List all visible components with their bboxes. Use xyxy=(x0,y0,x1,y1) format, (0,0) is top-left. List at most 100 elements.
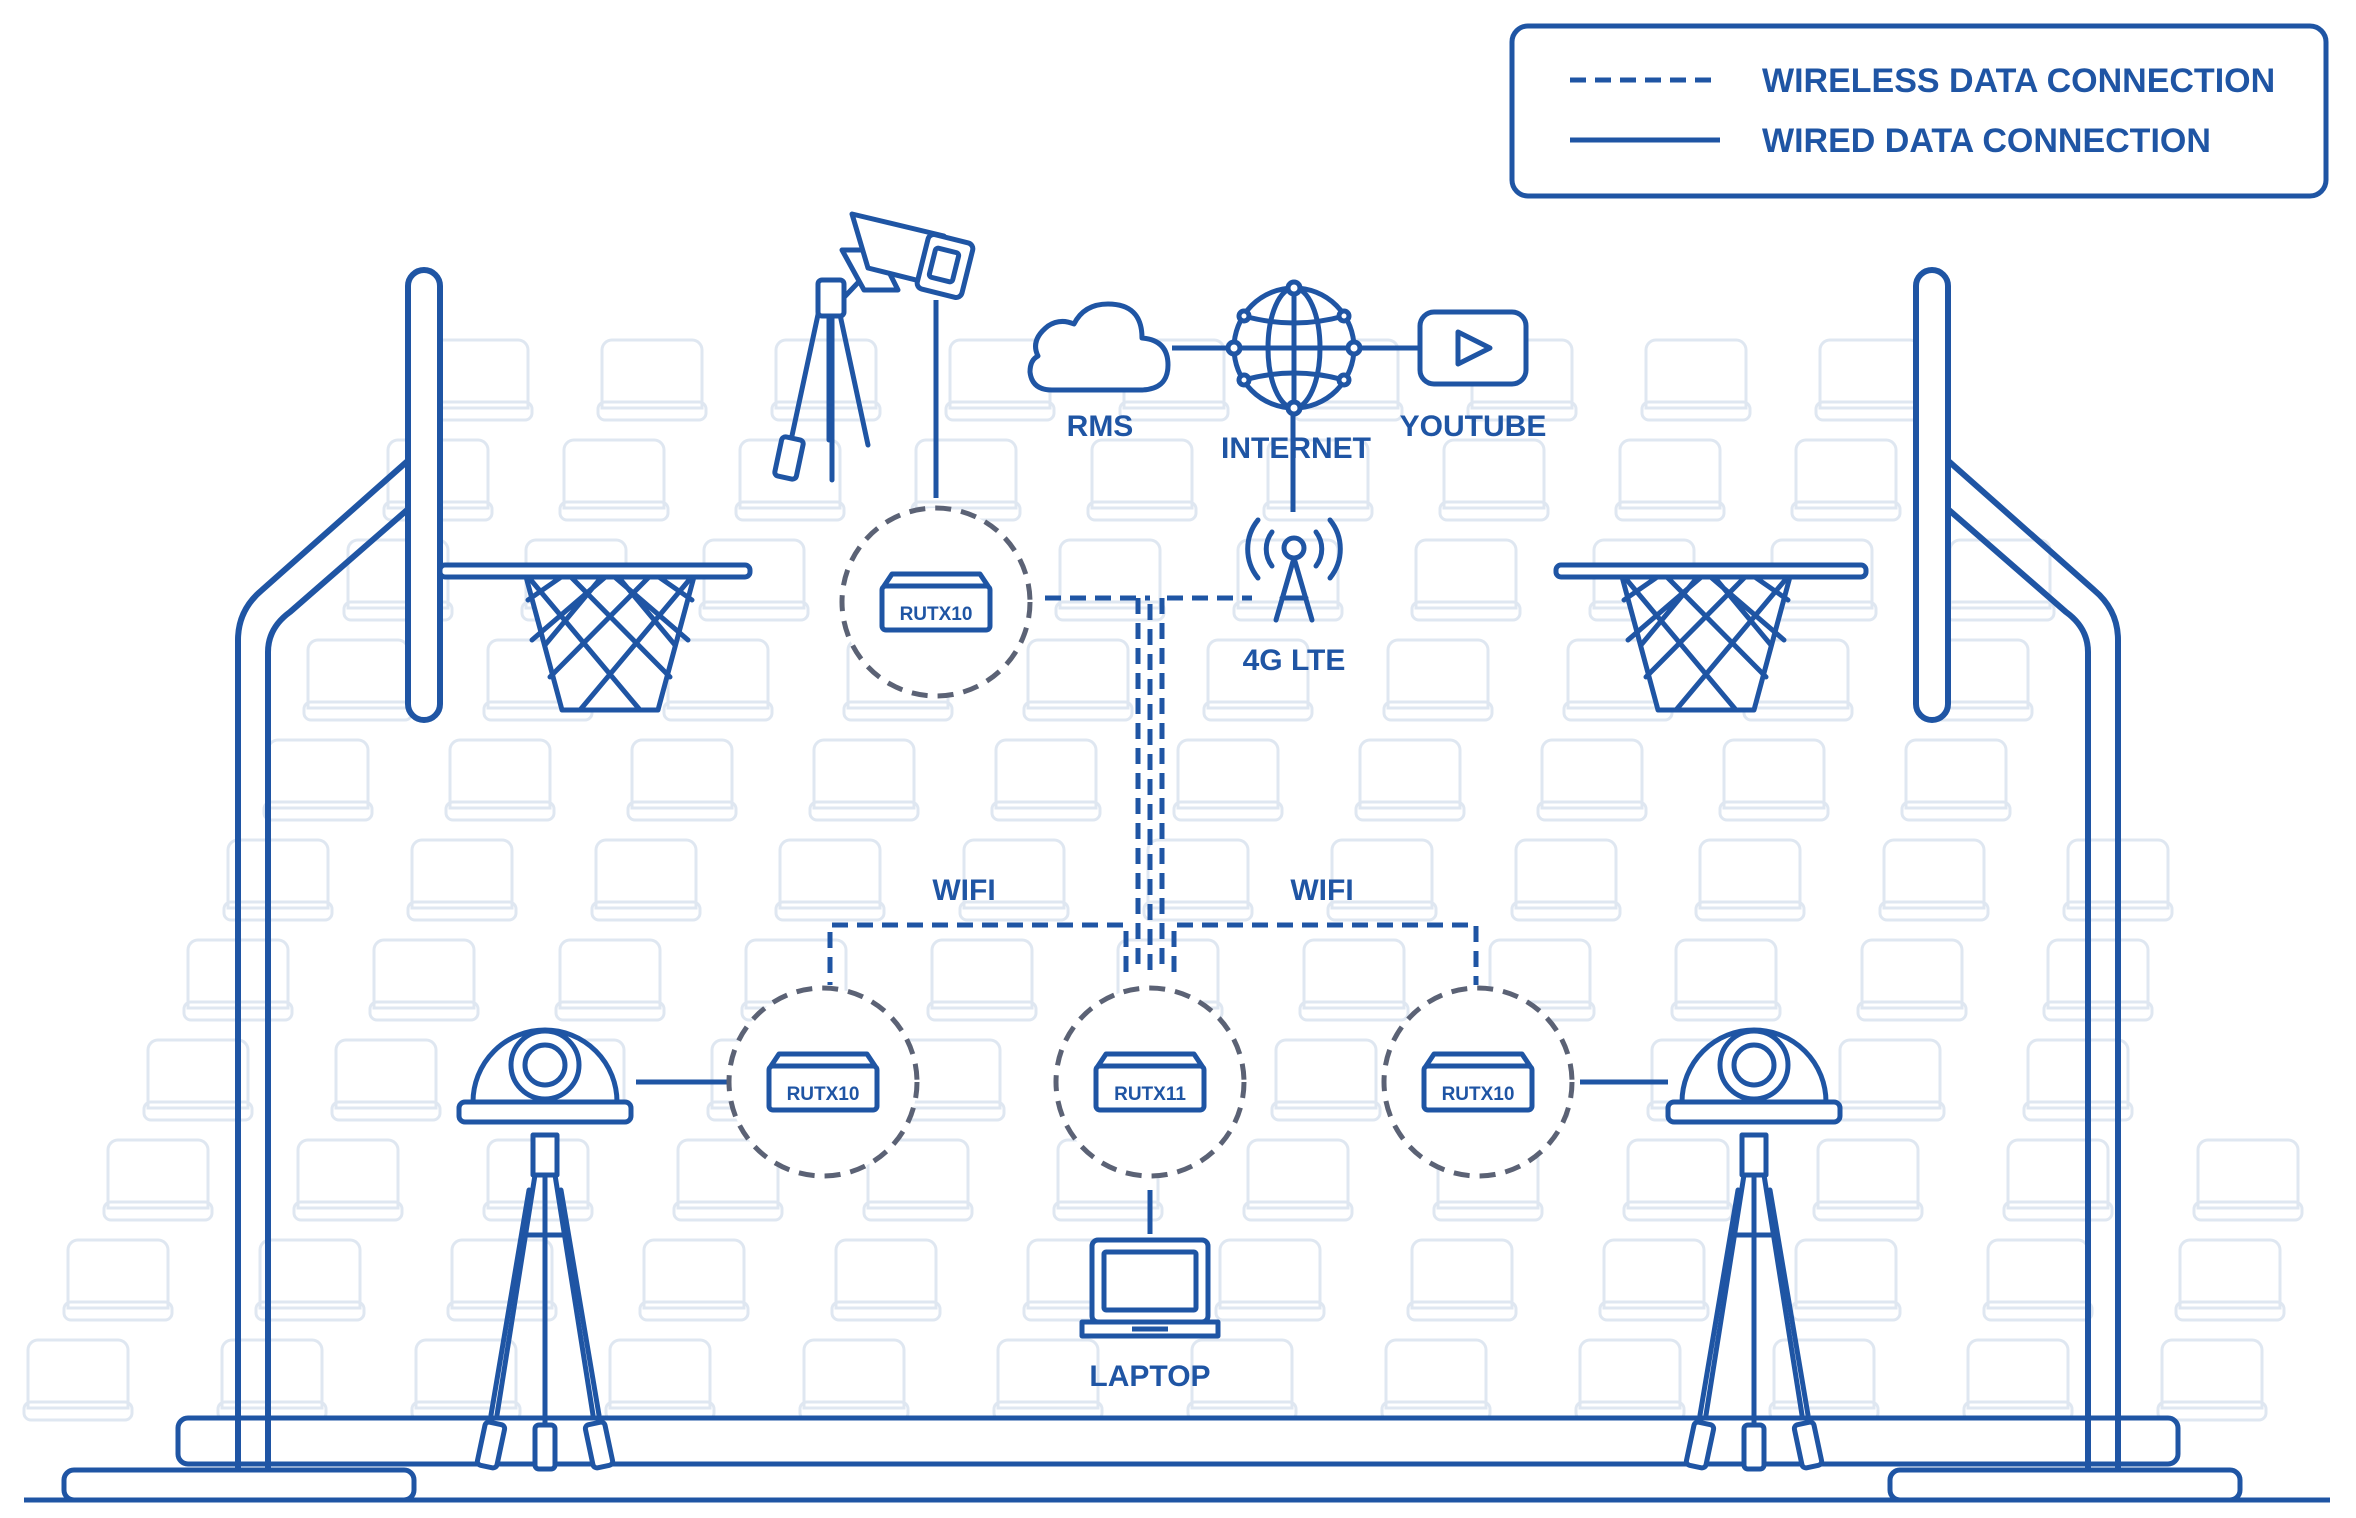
seat xyxy=(1834,1038,1946,1122)
seat xyxy=(554,938,666,1022)
seat xyxy=(2042,938,2154,1022)
seat xyxy=(406,838,518,922)
seat xyxy=(1086,438,1198,522)
seat xyxy=(262,738,374,822)
seat xyxy=(1962,1338,2074,1422)
lte-label: 4G LTE xyxy=(1243,644,1346,677)
seat xyxy=(302,638,414,722)
router-left[interactable]: RUTX10 xyxy=(769,1054,877,1110)
cell-tower-icon xyxy=(1245,517,1343,623)
laptop-label: LAPTOP xyxy=(1089,1360,1210,1393)
court-floor xyxy=(24,1415,2330,1503)
seat xyxy=(662,638,774,722)
ptz-camera-icon xyxy=(459,1030,631,1122)
seat xyxy=(1790,1238,1902,1322)
seat xyxy=(1812,1138,1924,1222)
seat xyxy=(1718,738,1830,822)
legend: WIRELESS DATA CONNECTION WIRED DATA CONN… xyxy=(1509,23,2329,199)
seat xyxy=(604,1338,716,1422)
laptop-icon[interactable] xyxy=(1079,1237,1221,1339)
ptz-camera-icon xyxy=(1668,1030,1840,1122)
seat xyxy=(1768,1338,1880,1422)
seat xyxy=(1510,838,1622,922)
router-center-label: RUTX11 xyxy=(1114,1084,1186,1105)
seat xyxy=(1270,1038,1382,1122)
seat xyxy=(1790,438,1902,522)
router-top[interactable]: RUTX10 xyxy=(882,574,990,630)
seat xyxy=(62,1238,174,1322)
seat xyxy=(808,738,920,822)
seat xyxy=(830,1238,942,1322)
seat xyxy=(1382,638,1494,722)
router-right[interactable]: RUTX10 xyxy=(1424,1054,1532,1110)
seat xyxy=(1694,838,1806,922)
seat xyxy=(1406,1238,1518,1322)
seat xyxy=(1354,738,1466,822)
seat xyxy=(1438,438,1550,522)
seat xyxy=(698,538,810,622)
seat xyxy=(596,338,708,422)
seat xyxy=(1878,838,1990,922)
seat xyxy=(1380,1338,1492,1422)
seat xyxy=(626,738,738,822)
seat xyxy=(1598,1238,1710,1322)
cctv-camera-icon xyxy=(772,211,976,483)
seat xyxy=(446,1238,558,1322)
seat xyxy=(1900,738,2012,822)
seat xyxy=(926,938,1038,1022)
wifi-right-label: WIFI xyxy=(1290,874,1353,907)
seat xyxy=(1298,938,1410,1022)
seat xyxy=(990,738,1102,822)
youtube-label: YOUTUBE xyxy=(1400,410,1547,443)
seat xyxy=(2002,1138,2114,1222)
seat xyxy=(1536,738,1648,822)
seat xyxy=(1856,938,1968,1022)
cloud-icon xyxy=(1027,301,1171,393)
seat xyxy=(330,1038,442,1122)
seat xyxy=(1622,1138,1734,1222)
seat xyxy=(638,1238,750,1322)
seat xyxy=(254,1238,366,1322)
seat xyxy=(770,338,882,422)
seat xyxy=(2156,1338,2268,1422)
seat xyxy=(444,738,556,822)
seat xyxy=(1670,938,1782,1022)
seat xyxy=(102,1138,214,1222)
youtube-play-icon xyxy=(1417,309,1529,387)
legend-wireless-label: WIRELESS DATA CONNECTION xyxy=(1762,62,2275,100)
legend-wired-label: WIRED DATA CONNECTION xyxy=(1762,122,2211,160)
router-top-label: RUTX10 xyxy=(900,604,973,625)
seat xyxy=(368,938,480,1022)
seat xyxy=(22,1338,134,1422)
seat xyxy=(992,1338,1104,1422)
seat xyxy=(1574,1338,1686,1422)
router-left-label: RUTX10 xyxy=(787,1084,860,1105)
seat xyxy=(558,438,670,522)
basketball-hoop-icon xyxy=(235,267,753,1470)
globe-icon xyxy=(1225,279,1363,417)
seat xyxy=(1214,1238,1326,1322)
seat xyxy=(910,438,1022,522)
seat xyxy=(1022,638,1134,722)
seat xyxy=(798,1338,910,1422)
seat xyxy=(2174,1238,2286,1322)
seat xyxy=(590,838,702,922)
seat xyxy=(216,1338,328,1422)
connections xyxy=(636,300,1668,1234)
internet-label: INTERNET xyxy=(1221,432,1371,465)
seat xyxy=(1172,738,1284,822)
seat xyxy=(2192,1138,2304,1222)
wifi-left-label: WIFI xyxy=(932,874,995,907)
seat xyxy=(292,1138,404,1222)
basketball-hoop-icon xyxy=(1553,267,2121,1470)
seat xyxy=(774,838,886,922)
rms-label: RMS xyxy=(1067,410,1134,443)
router-right-label: RUTX10 xyxy=(1442,1084,1515,1105)
router-center[interactable]: RUTX11 xyxy=(1096,1054,1204,1110)
seat xyxy=(1614,438,1726,522)
seat xyxy=(1410,538,1522,622)
seat xyxy=(1982,1238,2094,1322)
seat xyxy=(1814,338,1926,422)
seat xyxy=(1640,338,1752,422)
